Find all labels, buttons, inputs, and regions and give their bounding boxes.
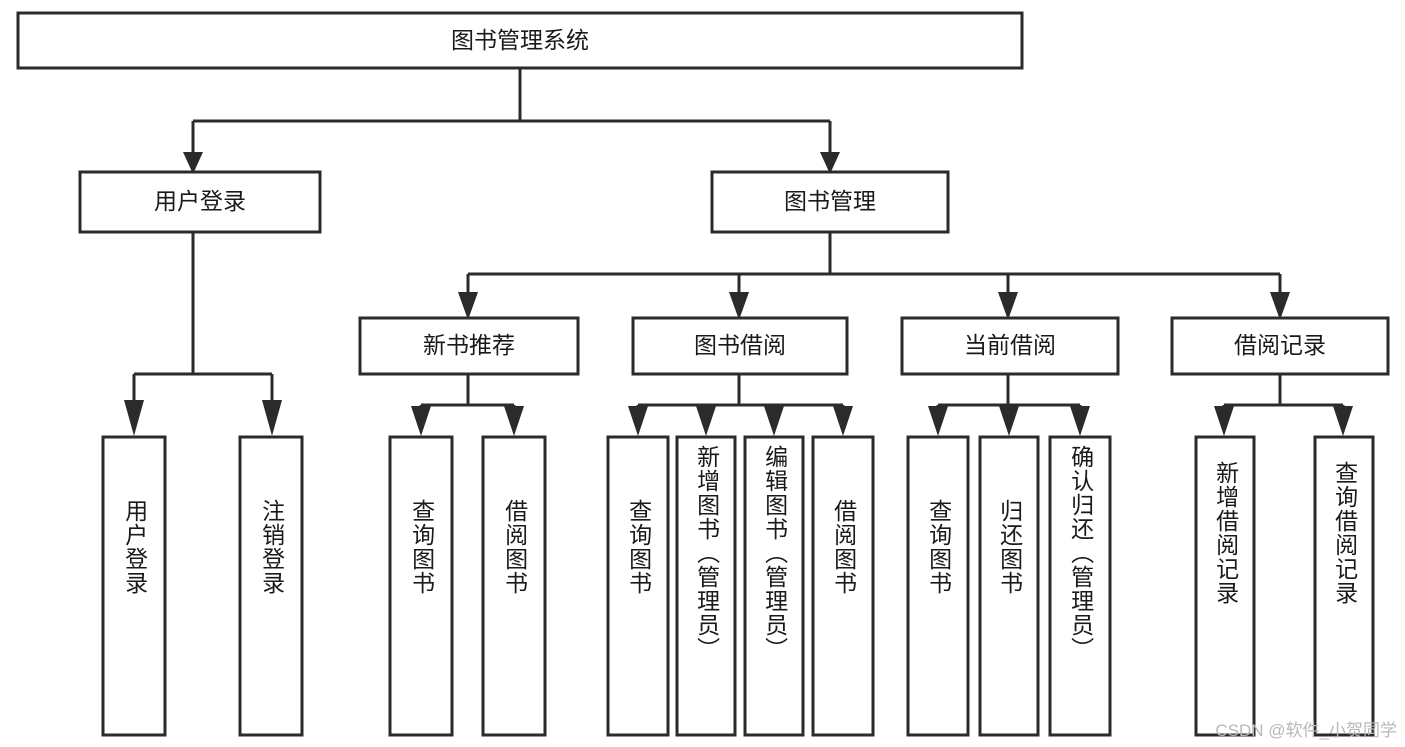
arrowhead-book-borrow [729,292,749,320]
arrowhead-cb-return [999,406,1019,436]
arrowhead-nb-borrow [504,406,524,436]
node-new-book-recommend-box[interactable] [358,316,580,376]
edge-root-to-level2 [183,68,840,174]
arrowhead-nb-query [411,406,431,436]
node-root-box[interactable] [16,11,1024,70]
leaf-box-nb-borrow-book[interactable] [481,435,547,737]
leaf-box-cb-confirm-return[interactable] [1048,435,1112,737]
node-current-borrow[interactable]: 当前借阅 [900,316,1120,376]
leaf-box-cb-return-book[interactable] [978,435,1040,737]
node-borrow-records-label: 借阅记录 [1234,332,1326,358]
edge-user-login-to-leaves [124,232,282,436]
leaf-box-br-query-record[interactable] [1313,435,1375,737]
arrowhead-cb-query [928,406,948,436]
node-book-manage-label: 图书管理 [784,188,876,214]
leaf-box-bb-edit-book[interactable] [743,435,805,737]
edge-newbook-to-leaves [411,374,524,436]
node-current-borrow-label: 当前借阅 [964,332,1056,358]
leaf-box-bb-add-book[interactable] [675,435,737,737]
arrowhead-leaf-user-login [124,400,144,436]
arrowhead-cb-confirm [1070,406,1090,436]
arrowhead-borrow-record [1270,292,1290,320]
leaf-box-bb-query-book[interactable] [606,435,670,737]
leaf-box-nb-query-book[interactable] [388,435,454,737]
node-user-login-box[interactable] [78,170,322,234]
arrowhead-book-manage [820,152,840,174]
node-user-login-label: 用户登录 [154,188,246,214]
arrowhead-new-book [458,292,478,320]
arrowhead-bb-edit [764,406,784,436]
leaf-box-bb-borrow-book[interactable] [811,435,875,737]
arrowhead-leaf-logout [262,400,282,436]
node-borrow-records-box[interactable] [1170,316,1390,376]
node-new-book-recommend-label: 新书推荐 [423,332,515,358]
node-book-manage-box[interactable] [710,170,950,234]
node-new-book-recommend[interactable]: 新书推荐 [358,316,580,376]
arrowhead-user-login [183,152,203,174]
node-current-borrow-box[interactable] [900,316,1120,376]
edge-currentborrow-to-leaves [928,374,1090,436]
leaf-box-cb-query-book[interactable] [906,435,970,737]
edge-book-manage-to-level3 [458,232,1290,320]
leaf-box-user-login[interactable] [101,435,167,737]
arrowhead-br-add [1214,406,1234,436]
edge-bookborrow-to-leaves [628,374,853,436]
node-root-label: 图书管理系统 [451,27,589,53]
edge-borrowrecord-to-leaves [1214,374,1353,436]
node-root-system[interactable]: 图书管理系统 [16,11,1024,70]
leaf-box-logout[interactable] [238,435,304,737]
arrowhead-bb-query [628,406,648,436]
node-user-login[interactable]: 用户登录 [78,170,322,234]
node-book-manage[interactable]: 图书管理 [710,170,950,234]
node-book-borrow-box[interactable] [631,316,849,376]
node-book-borrow[interactable]: 图书借阅 [631,316,849,376]
node-book-borrow-label: 图书借阅 [694,332,786,358]
arrowhead-bb-add [696,406,716,436]
arrowhead-current-borrow [998,292,1018,320]
leaf-box-br-add-record[interactable] [1194,435,1256,737]
arrowhead-bb-borrow [833,406,853,436]
node-borrow-records[interactable]: 借阅记录 [1170,316,1390,376]
arrowhead-br-query [1333,406,1353,436]
